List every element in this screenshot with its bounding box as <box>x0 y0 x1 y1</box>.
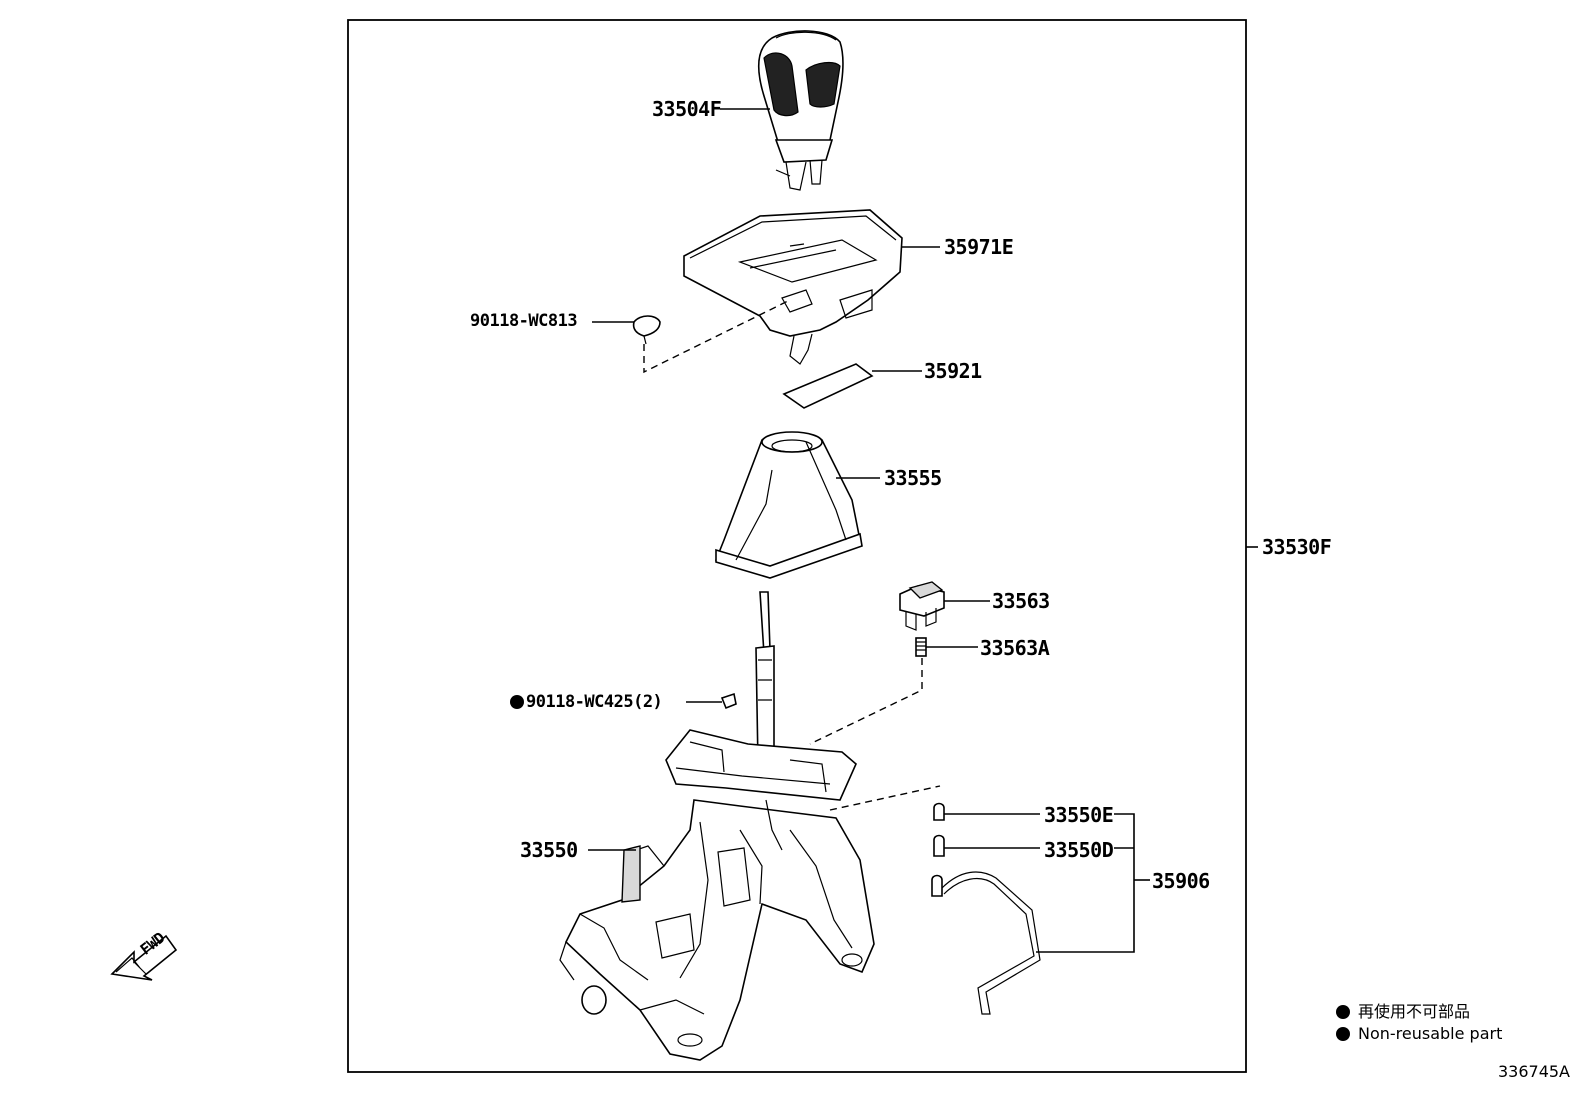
part-label-35971E: 35971E <box>944 235 1014 259</box>
part-label-35906: 35906 <box>1152 869 1210 893</box>
part-label-33550D: 33550D <box>1044 838 1114 862</box>
legend-item-en: Non-reusable part <box>1336 1024 1502 1043</box>
part-label-90118-WC425: 90118-WC425(2) <box>510 692 663 712</box>
legend-text-ja: 再使用不可部品 <box>1358 1002 1471 1021</box>
part-label-33550E: 33550E <box>1044 803 1114 827</box>
shift-knob-illustration <box>720 30 844 191</box>
switch-illustration <box>899 581 990 631</box>
legend-text-en: Non-reusable part <box>1358 1024 1503 1043</box>
assembly-frame <box>347 19 1247 1073</box>
fwd-arrow-icon <box>110 934 178 981</box>
clip-upper-illustration <box>592 299 791 374</box>
legend-dot-icon <box>1336 1027 1350 1041</box>
part-label-90118-WC425-text: 90118-WC425(2) <box>526 692 663 712</box>
frame-label-33530F: 33530F <box>1262 535 1332 559</box>
part-label-33563: 33563 <box>992 589 1050 613</box>
part-label-33563A: 33563A <box>980 636 1050 660</box>
non-reusable-dot-icon <box>510 695 524 709</box>
legend-item-ja: 再使用不可部品 <box>1336 998 1470 1022</box>
part-label-33504F: 33504F <box>652 97 722 121</box>
shift-boot-illustration <box>714 431 880 579</box>
bulbs-harness-illustration <box>931 802 1150 1015</box>
legend-dot-icon <box>1336 1005 1350 1019</box>
shift-lever-assembly-illustration <box>559 591 941 1061</box>
console-plate-illustration <box>683 209 940 365</box>
indicator-plate-illustration <box>782 363 922 409</box>
clip-lower-illustration <box>686 692 737 710</box>
part-label-35921: 35921 <box>924 359 982 383</box>
spring-illustration <box>809 637 978 745</box>
part-label-90118-WC813: 90118-WC813 <box>470 311 578 331</box>
part-label-33550: 33550 <box>520 838 578 862</box>
drawing-code: 336745A <box>1497 1062 1570 1081</box>
part-label-33555: 33555 <box>884 466 942 490</box>
